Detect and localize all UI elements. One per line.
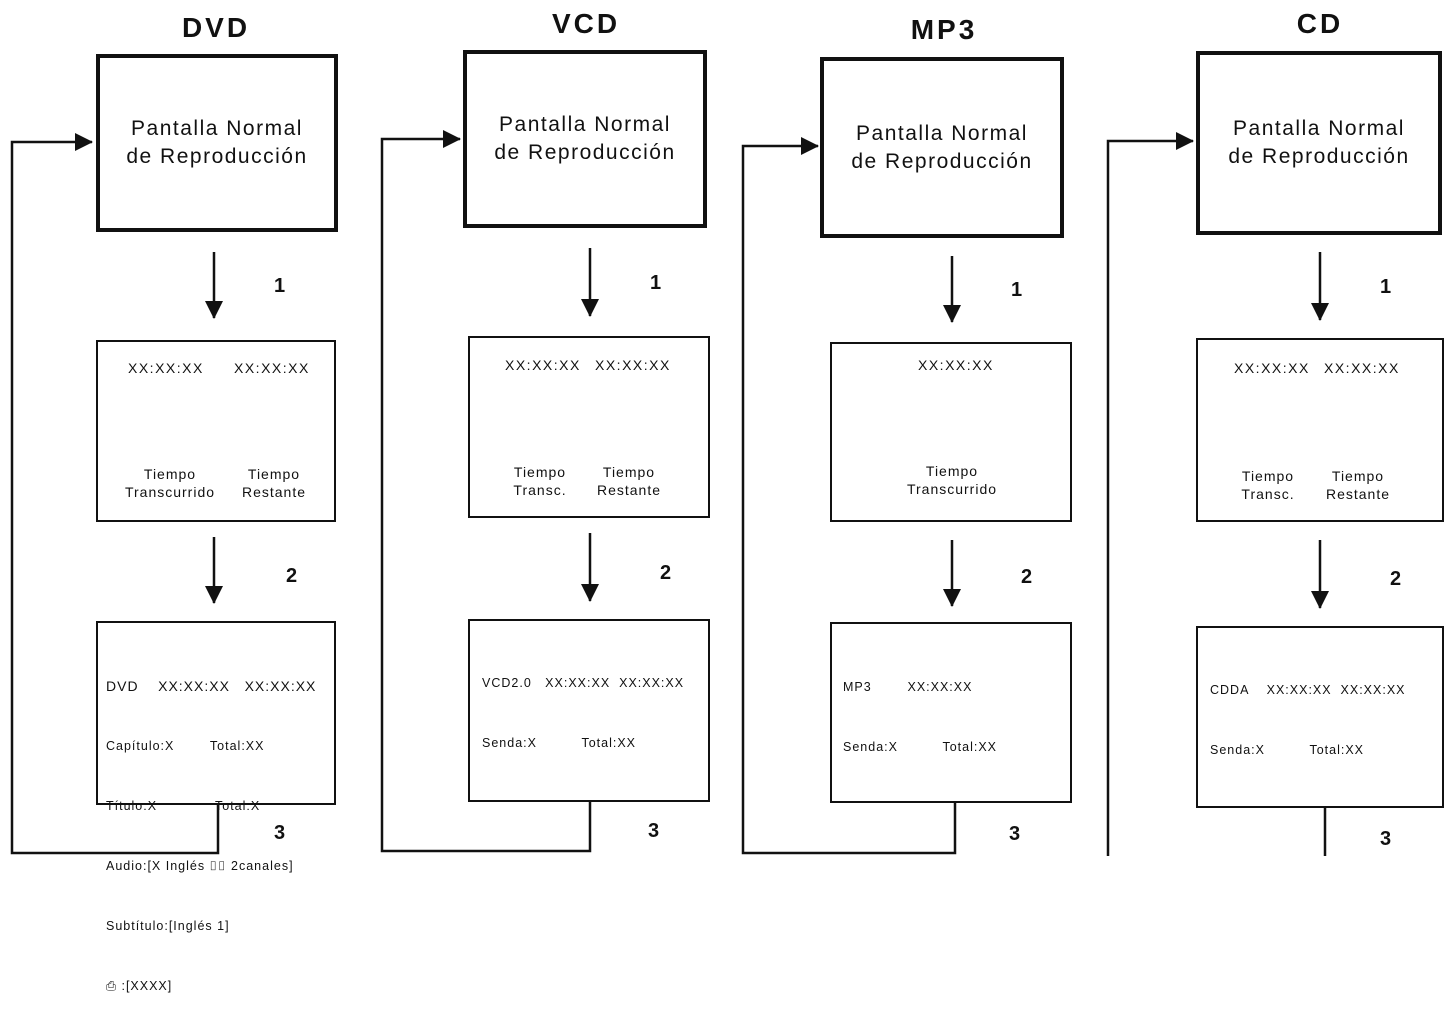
info-line: Senda:X Total:XX xyxy=(843,740,998,754)
info-line: CDDA XX:XX:XX XX:XX:XX xyxy=(1210,683,1406,697)
label-line: Tiempo xyxy=(602,464,656,480)
info-line: VCD2.0 XX:XX:XX XX:XX:XX xyxy=(482,676,685,690)
vcd-normal-screen: Pantalla Normal de Reproducción xyxy=(463,50,707,228)
cd-elapsed-time: XX:XX:XX xyxy=(1234,360,1310,376)
cd-info-text: CDDA XX:XX:XX XX:XX:XX Senda:X Total:XX xyxy=(1210,640,1406,780)
vcd-elapsed-label: Tiempo Transc. xyxy=(500,463,580,499)
cd-normal-screen: Pantalla Normal de Reproducción xyxy=(1196,51,1442,235)
label-line: Tiempo xyxy=(1241,468,1295,484)
info-line: ⎙ :[XXXX] xyxy=(106,979,173,993)
dvd-info-screen xyxy=(96,621,336,805)
cd-title: CD xyxy=(1296,8,1344,39)
info-line: Capítulo:X Total:XX xyxy=(106,739,265,753)
dvd-remaining-label: Tiempo Restante xyxy=(234,465,314,501)
mp3-normal-screen: Pantalla Normal de Reproducción xyxy=(820,57,1064,238)
info-line: DVD XX:XX:XX XX:XX:XX xyxy=(106,678,317,694)
dvd-title: DVD xyxy=(181,12,251,43)
cd-remaining-label: Tiempo Restante xyxy=(1318,467,1398,503)
mp3-step-2: 2 xyxy=(1021,566,1033,588)
normal-screen-line1: Pantalla Normal xyxy=(499,113,671,136)
dvd-time-screen xyxy=(96,340,336,522)
info-line: MP3 XX:XX:XX xyxy=(843,680,973,694)
dvd-return-loop xyxy=(10,133,220,855)
normal-screen-line1: Pantalla Normal xyxy=(131,117,303,140)
cd-elapsed-label: Tiempo Transc. xyxy=(1228,467,1308,503)
normal-screen-line2: de Reproducción xyxy=(851,149,1033,173)
vcd-title: VCD xyxy=(551,8,621,39)
label-line: Restante xyxy=(241,484,307,500)
cd-return-loop xyxy=(1106,141,1327,856)
vcd-step-1: 1 xyxy=(650,272,662,294)
info-line: Senda:X Total:XX xyxy=(1210,743,1365,757)
dvd-step-1: 1 xyxy=(274,275,286,297)
normal-screen-line1: Pantalla Normal xyxy=(1233,117,1405,140)
cd-step-1: 1 xyxy=(1380,276,1392,298)
normal-screen-line1: Pantalla Normal xyxy=(856,121,1028,145)
cd-info-screen xyxy=(1196,626,1444,808)
cd-step-2: 2 xyxy=(1390,568,1402,590)
label-line: Transc. xyxy=(513,482,567,498)
cd-remaining-time: XX:XX:XX xyxy=(1324,360,1400,376)
cd-time-screen xyxy=(1196,338,1444,522)
mp3-step-3: 3 xyxy=(1009,823,1021,845)
label-line: Tiempo xyxy=(247,466,301,482)
vcd-elapsed-time: XX:XX:XX xyxy=(505,357,581,373)
vcd-info-screen xyxy=(468,619,710,802)
mp3-info-text: MP3 XX:XX:XX Senda:X Total:XX xyxy=(843,637,997,777)
dvd-remaining-time: XX:XX:XX xyxy=(234,360,310,376)
vcd-info-text: VCD2.0 XX:XX:XX XX:XX:XX Senda:X Total:X… xyxy=(482,633,684,773)
vcd-time-screen xyxy=(468,336,710,518)
label-line: Tiempo xyxy=(513,464,567,480)
mp3-title: MP3 xyxy=(910,14,978,45)
mp3-elapsed-time: XX:XX:XX xyxy=(918,357,994,373)
vcd-step-3: 3 xyxy=(648,820,660,842)
label-line: Transc. xyxy=(1241,486,1295,502)
mp3-elapsed-label: Tiempo Transcurrido xyxy=(898,462,1006,498)
label-line: Tiempo xyxy=(143,466,197,482)
info-line: Subtítulo:[Inglés 1] xyxy=(106,919,230,933)
mp3-step-1: 1 xyxy=(1011,279,1023,301)
info-line: Título:X Total:X xyxy=(106,799,261,813)
label-line: Tiempo xyxy=(925,463,979,479)
normal-screen-line2: de Reproducción xyxy=(1228,145,1410,168)
label-line: Transcurrido xyxy=(906,481,998,497)
dvd-normal-screen: Pantalla Normal de Reproducción xyxy=(96,54,338,232)
vcd-step-2: 2 xyxy=(660,562,672,584)
normal-screen-line2: de Reproducción xyxy=(494,141,676,164)
dvd-elapsed-label: Tiempo Transcurrido xyxy=(118,465,222,501)
label-line: Transcurrido xyxy=(124,484,216,500)
vcd-remaining-label: Tiempo Restante xyxy=(589,463,669,499)
mp3-info-screen xyxy=(830,622,1072,803)
info-line: Senda:X Total:XX xyxy=(482,736,637,750)
dvd-step-2: 2 xyxy=(286,565,298,587)
label-line: Restante xyxy=(1325,486,1391,502)
vcd-remaining-time: XX:XX:XX xyxy=(595,357,671,373)
label-line: Tiempo xyxy=(1331,468,1385,484)
dvd-step-3: 3 xyxy=(274,822,286,844)
info-line: Audio:[X Inglés ⌷⌷ 2canales] xyxy=(106,859,294,873)
cd-step-3: 3 xyxy=(1380,828,1392,850)
vcd-return-loop xyxy=(380,130,592,853)
label-line: Restante xyxy=(596,482,662,498)
normal-screen-line2: de Reproducción xyxy=(126,145,308,168)
mp3-time-screen xyxy=(830,342,1072,522)
dvd-elapsed-time: XX:XX:XX xyxy=(128,360,204,376)
mp3-return-loop xyxy=(741,137,957,855)
